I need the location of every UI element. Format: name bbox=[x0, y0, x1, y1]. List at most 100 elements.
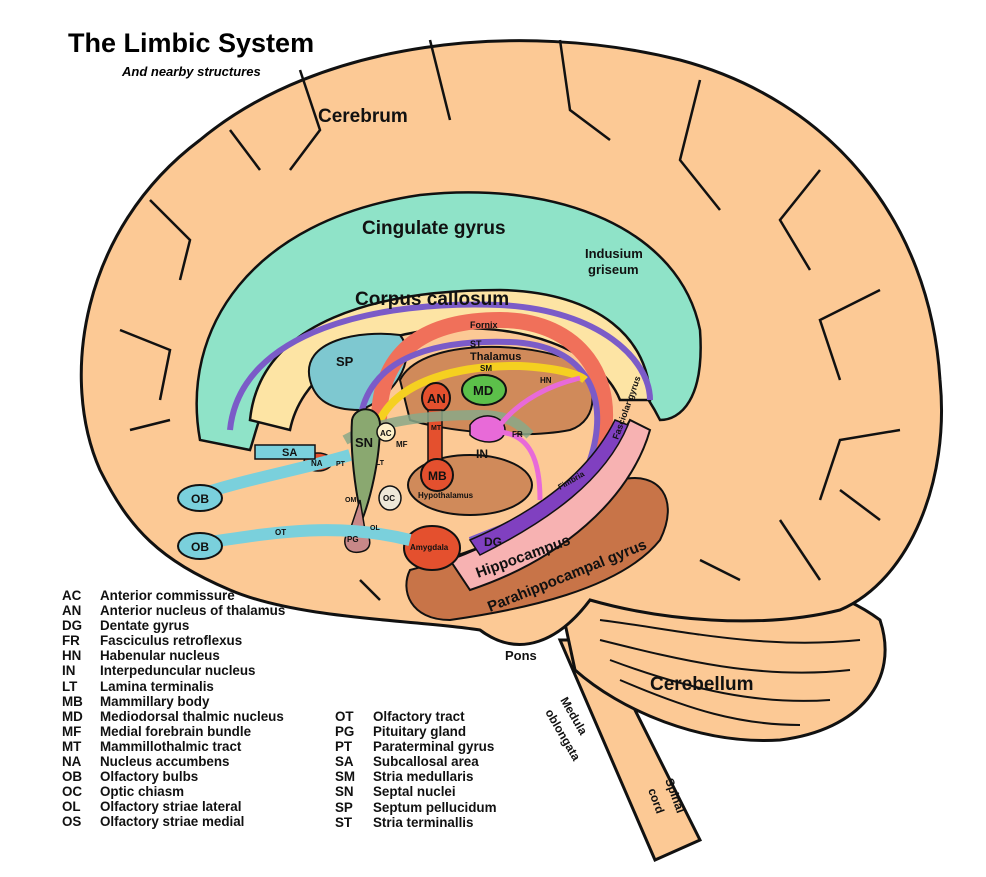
legend-name: Olfactory striae lateral bbox=[100, 799, 242, 815]
label-cerebrum: Cerebrum bbox=[318, 106, 408, 127]
label-mf: MF bbox=[396, 440, 408, 449]
legend-entry: OL Olfactory striae lateral bbox=[62, 799, 285, 814]
gyri-lines bbox=[119, 39, 901, 601]
olfactory-bulb-1 bbox=[177, 484, 223, 512]
legend-name: Stria terminallis bbox=[373, 814, 474, 830]
legend-name: Dentate gyrus bbox=[100, 618, 190, 634]
label-cingulate: Cingulate gyrus bbox=[362, 218, 506, 239]
label-corpus-callosum: Corpus callosum bbox=[355, 289, 509, 310]
legend-name: Pituitary gland bbox=[373, 724, 467, 740]
label-fr: FR bbox=[512, 430, 523, 439]
legend-name: Fasciculus retroflexus bbox=[100, 633, 243, 649]
legend-abbr: OL bbox=[62, 799, 81, 815]
label-mb: MB bbox=[428, 469, 447, 483]
legend-abbr: PT bbox=[335, 739, 353, 755]
label-fornix: Fornix bbox=[470, 320, 498, 330]
legend-name: Interpeduncular nucleus bbox=[100, 663, 256, 679]
septal-nuclei bbox=[350, 408, 382, 524]
legend-name: Septum pellucidum bbox=[373, 799, 497, 815]
legend-abbr: MD bbox=[62, 708, 83, 724]
legend-abbr: NA bbox=[62, 754, 82, 770]
legend-entry: SP Septum pellucidum bbox=[335, 800, 497, 815]
legend-name: Paraterminal gyrus bbox=[373, 739, 495, 755]
label-an: AN bbox=[427, 391, 446, 406]
legend-abbr: SM bbox=[335, 769, 356, 785]
label-om: OM bbox=[345, 497, 356, 504]
legend-entry: ST Stria terminallis bbox=[335, 815, 497, 830]
legend-abbr: MF bbox=[62, 723, 82, 739]
legend-abbr: OS bbox=[62, 814, 82, 830]
olfactory-bulb-2 bbox=[177, 532, 223, 560]
legend-name: Habenular nucleus bbox=[100, 648, 220, 664]
legend-abbr: SA bbox=[335, 754, 354, 770]
legend-abbr: SP bbox=[335, 799, 353, 815]
label-sp: SP bbox=[336, 354, 354, 369]
legend-abbr: MB bbox=[62, 693, 83, 709]
legend-name: Mammillary body bbox=[100, 693, 210, 709]
label-in: IN bbox=[476, 447, 488, 461]
legend-abbr: HN bbox=[62, 648, 82, 664]
label-sa: SA bbox=[282, 447, 297, 459]
label-oc: OC bbox=[383, 494, 395, 503]
label-sm: SM bbox=[480, 364, 492, 373]
legend-entry: MB Mammillary body bbox=[62, 694, 285, 709]
label-ob-2: OB bbox=[191, 540, 209, 554]
legend-abbr: OB bbox=[62, 769, 83, 785]
legend-entry: PG Pituitary gland bbox=[335, 724, 497, 739]
label-ac: AC bbox=[380, 429, 392, 438]
legend-abbr: PG bbox=[335, 724, 355, 740]
legend-entry: OS Olfactory striae medial bbox=[62, 814, 285, 829]
legend-entry: HN Habenular nucleus bbox=[62, 648, 285, 663]
label-indusium-2: griseum bbox=[588, 262, 639, 277]
legend-entry: PT Paraterminal gyrus bbox=[335, 739, 497, 754]
label-mt: MT bbox=[431, 425, 442, 432]
legend-name: Olfactory striae medial bbox=[100, 814, 245, 830]
label-st: ST bbox=[470, 339, 482, 349]
legend-entry: OB Olfactory bulbs bbox=[62, 769, 285, 784]
legend-name: Nucleus accumbens bbox=[100, 754, 230, 770]
label-cerebellum: Cerebellum bbox=[650, 674, 753, 695]
legend-entry: SA Subcallosal area bbox=[335, 754, 497, 769]
stria-medullaris bbox=[376, 361, 588, 422]
legend-name: Anterior commissure bbox=[100, 588, 235, 603]
legend-abbr: LT bbox=[62, 678, 78, 694]
legend-abbr: IN bbox=[62, 663, 76, 679]
dentate-gyrus bbox=[468, 419, 629, 556]
label-pg: PG bbox=[347, 535, 359, 544]
legend-abbr: DG bbox=[62, 618, 83, 634]
label-indusium-1: Indusium bbox=[585, 246, 643, 261]
label-ob-1: OB bbox=[191, 492, 209, 506]
label-md: MD bbox=[473, 383, 493, 398]
legend-name: Medial forebrain bundle bbox=[100, 723, 252, 739]
legend-abbr: OT bbox=[335, 709, 354, 724]
optic-chiasm bbox=[378, 485, 402, 511]
label-hn: HN bbox=[540, 376, 552, 385]
legend-name: Olfactory bulbs bbox=[100, 769, 199, 785]
label-amygdala: Amygdala bbox=[410, 543, 449, 552]
legend-abbr: MT bbox=[62, 738, 82, 754]
diagram-subtitle: And nearby structures bbox=[122, 64, 261, 79]
label-lt: LT bbox=[376, 460, 385, 467]
legend-abbr: SN bbox=[335, 784, 354, 800]
legend-name: Mammillothalmic tract bbox=[100, 738, 242, 754]
interpeduncular-nucleus bbox=[469, 415, 506, 443]
subcallosal-area bbox=[254, 444, 316, 460]
label-ol: OL bbox=[370, 525, 380, 532]
label-pons: Pons bbox=[505, 648, 537, 663]
label-na: NA bbox=[311, 459, 323, 468]
legend-abbr: ST bbox=[335, 814, 353, 830]
legend-entry: MT Mammillothalmic tract bbox=[62, 739, 285, 754]
legend-name: Subcallosal area bbox=[373, 754, 479, 770]
